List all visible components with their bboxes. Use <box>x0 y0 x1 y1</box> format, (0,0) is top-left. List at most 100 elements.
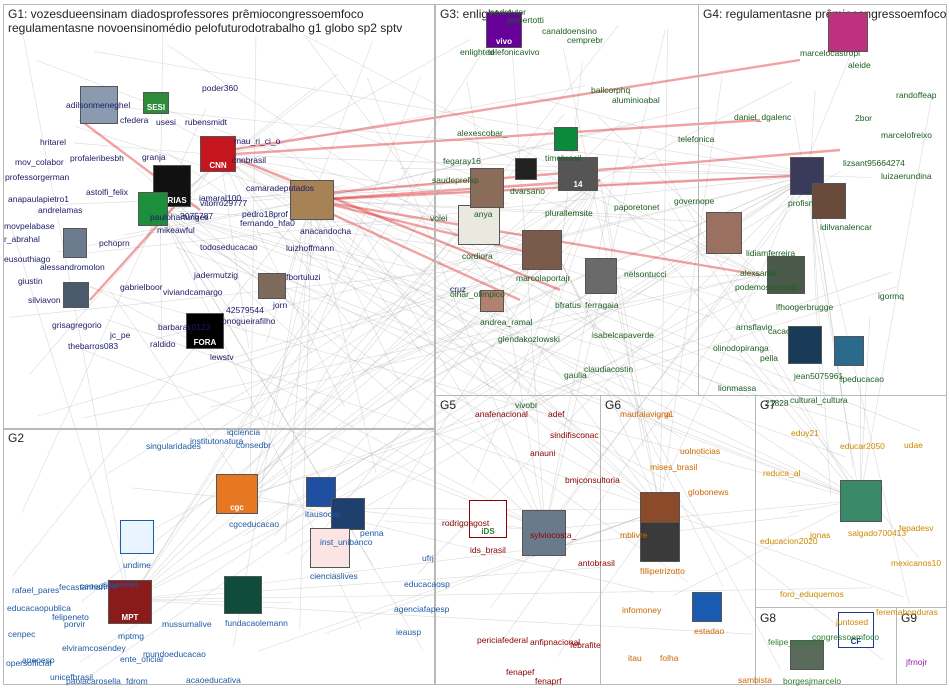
node-avatar-adilson[interactable] <box>80 86 118 124</box>
node-label-g3[interactable]: ferragaia <box>585 300 619 310</box>
node-avatar-fernando[interactable] <box>290 180 334 220</box>
node-label-g2[interactable]: porvir <box>64 619 86 629</box>
node-label-g1[interactable]: grisagregorio <box>52 320 102 330</box>
node-label-g4[interactable]: arnsflavio <box>736 322 773 332</box>
node-label-g3[interactable]: marcolaportajr <box>516 273 571 283</box>
node-avatar-borgesjmarcelo[interactable] <box>790 640 824 670</box>
node-label-g3[interactable]: canaldoensino <box>542 26 597 36</box>
node-avatar-sylviocosta[interactable] <box>522 510 566 556</box>
node-label-g3[interactable]: claudiacostin <box>584 364 634 374</box>
node-label-g5[interactable]: anfipnacional <box>530 637 581 647</box>
node-label-g2[interactable]: cenpec <box>8 629 36 639</box>
node-label-g1[interactable]: andrelamas <box>38 205 83 215</box>
node-avatar-grisagregorio[interactable] <box>63 282 89 308</box>
node-label-g3[interactable]: telefonicavivo <box>488 47 540 57</box>
node-label-g3[interactable]: cordiora <box>462 251 493 261</box>
node-label-g4[interactable]: lidiamferreira <box>746 248 796 258</box>
node-label-g1[interactable]: eusouthiago <box>4 254 51 264</box>
node-label-g4[interactable]: fpeducacao <box>840 374 884 384</box>
node-label-g1[interactable]: astolfi_felix <box>86 187 129 197</box>
node-label-g1[interactable]: lewstv <box>210 352 234 362</box>
node-label-g3[interactable]: olhar_olimpico <box>450 289 505 299</box>
node-avatar-timebrasil[interactable] <box>554 127 578 151</box>
node-label-g4[interactable]: olinodopiranga <box>713 343 769 353</box>
node-label-g3[interactable]: cemprebr <box>567 35 603 45</box>
node-label-g4[interactable]: jean5075961 <box>794 371 844 381</box>
node-label-g2[interactable]: rafael_pares <box>12 585 60 595</box>
node-label-g3[interactable]: bfratus <box>555 300 581 310</box>
node-label-g3[interactable]: isabelcapaverde <box>592 330 654 340</box>
node-label-g6[interactable]: maufalavigna <box>620 409 671 419</box>
node-label-g4[interactable]: randoffeap <box>896 90 937 100</box>
node-label-g1[interactable]: cnnbrasil <box>232 155 267 165</box>
node-label-g2[interactable]: educacaopublica <box>7 603 71 613</box>
node-label-g2[interactable]: unicefbrasil <box>50 672 93 682</box>
node-label-g2[interactable]: consedbr <box>236 440 271 450</box>
node-label-g1[interactable]: r_abrahal <box>4 234 40 244</box>
node-label-g6[interactable]: globonews <box>688 487 729 497</box>
node-label-g5[interactable]: adef <box>548 409 565 419</box>
node-label-g1[interactable]: hritarel <box>40 137 66 147</box>
node-label-g5[interactable]: fenaprf <box>535 676 562 686</box>
node-avatar-fundacaolemann[interactable] <box>224 576 262 614</box>
node-label-g3[interactable]: governope <box>674 196 715 206</box>
node-label-g3[interactable]: paporetonet <box>614 202 660 212</box>
node-label-g2[interactable]: undime <box>123 560 151 570</box>
node-avatar-idilvan[interactable] <box>812 183 846 219</box>
node-label-g3[interactable]: volei <box>430 213 448 223</box>
node-label-g2[interactable]: acaoeducativa <box>186 675 241 685</box>
node-label-g3[interactable]: ballcorphq <box>591 85 631 95</box>
node-label-g1[interactable]: fernando_hfa0 <box>240 218 295 228</box>
node-avatar-todoseducacao[interactable] <box>138 192 168 226</box>
node-label-g1[interactable]: cfedera <box>120 115 149 125</box>
node-label-g1[interactable]: 3075787 <box>180 211 214 221</box>
node-label-g5[interactable]: periciafederal <box>477 635 529 645</box>
node-avatar-sesi[interactable]: SESI <box>143 92 169 114</box>
node-label-g5[interactable]: fenapef <box>506 667 535 677</box>
node-label-g4[interactable]: lizsant95664274 <box>843 158 905 168</box>
node-label-g2[interactable]: institutonatura <box>190 436 244 446</box>
node-label-g2[interactable]: inst_unibanco <box>320 537 373 547</box>
node-label-g4[interactable]: daniel_dgalenc <box>734 112 792 122</box>
node-label-g1[interactable]: giustin <box>18 276 43 286</box>
node-label-g8[interactable]: borgesjmarcelo <box>783 676 842 686</box>
node-label-g4[interactable]: marcelofreixo <box>881 130 933 140</box>
node-label-g2[interactable]: cgceducacao <box>229 519 280 529</box>
node-label-g4[interactable]: idilvanalencar <box>820 222 872 232</box>
node-label-g1[interactable]: paulohartunges <box>150 212 209 222</box>
node-avatar-marcelocastro[interactable] <box>828 12 868 52</box>
node-label-g2[interactable]: mptmg <box>118 631 144 641</box>
node-label-g1[interactable]: mau_ri_ci_o <box>234 136 281 146</box>
node-label-g2[interactable]: fundacaolemann <box>225 618 288 628</box>
node-label-g2[interactable]: fecastanhari <box>59 582 106 592</box>
node-label-g8[interactable]: felipe_poyares <box>768 637 824 647</box>
node-label-g5[interactable]: anafenacional <box>475 409 528 419</box>
node-label-g6[interactable]: fillipetrizotto <box>640 566 685 576</box>
node-label-g2[interactable]: ente_oficial <box>120 654 164 664</box>
node-label-g7[interactable]: udae <box>904 440 923 450</box>
node-label-g3[interactable]: saudeprefsp <box>432 175 479 185</box>
node-label-g5[interactable]: bmjconsultoria <box>565 475 620 485</box>
node-label-g4[interactable]: igormq <box>878 291 904 301</box>
node-label-g2[interactable]: paolacarosella <box>66 676 121 686</box>
node-label-g1[interactable]: iamaral100 <box>199 193 242 203</box>
node-label-g1[interactable]: camaradeputados <box>246 183 315 193</box>
node-label-g1[interactable]: anacandocha <box>300 226 352 236</box>
node-label-g3[interactable]: andrea_ramal <box>480 317 533 327</box>
node-label-g6[interactable]: mblivre <box>620 530 648 540</box>
node-avatar-lidiamferreira[interactable] <box>706 212 742 254</box>
node-avatar-forabolsonaro[interactable]: FORA <box>186 313 224 349</box>
node-label-g2[interactable]: ceneduca <box>80 581 117 591</box>
node-label-g3[interactable]: telefonica <box>678 134 715 144</box>
node-label-g2[interactable]: sinaantes <box>103 579 140 589</box>
node-label-g4[interactable]: 21828 <box>765 398 789 408</box>
node-label-g2[interactable]: felipeneto <box>52 612 89 622</box>
node-label-g3[interactable]: enlighted <box>460 47 495 57</box>
node-label-g3[interactable]: timebrasil <box>545 153 582 163</box>
node-label-g4[interactable]: profisn <box>788 198 814 208</box>
node-label-g6[interactable]: g1 <box>664 409 674 419</box>
node-avatar-ids-brasil[interactable]: iDS <box>469 500 507 538</box>
node-label-g4[interactable]: alexsandr <box>740 268 777 278</box>
node-avatar-mptmg[interactable]: MPT <box>108 580 152 624</box>
node-label-g3[interactable]: glendakozlowski <box>498 334 560 344</box>
